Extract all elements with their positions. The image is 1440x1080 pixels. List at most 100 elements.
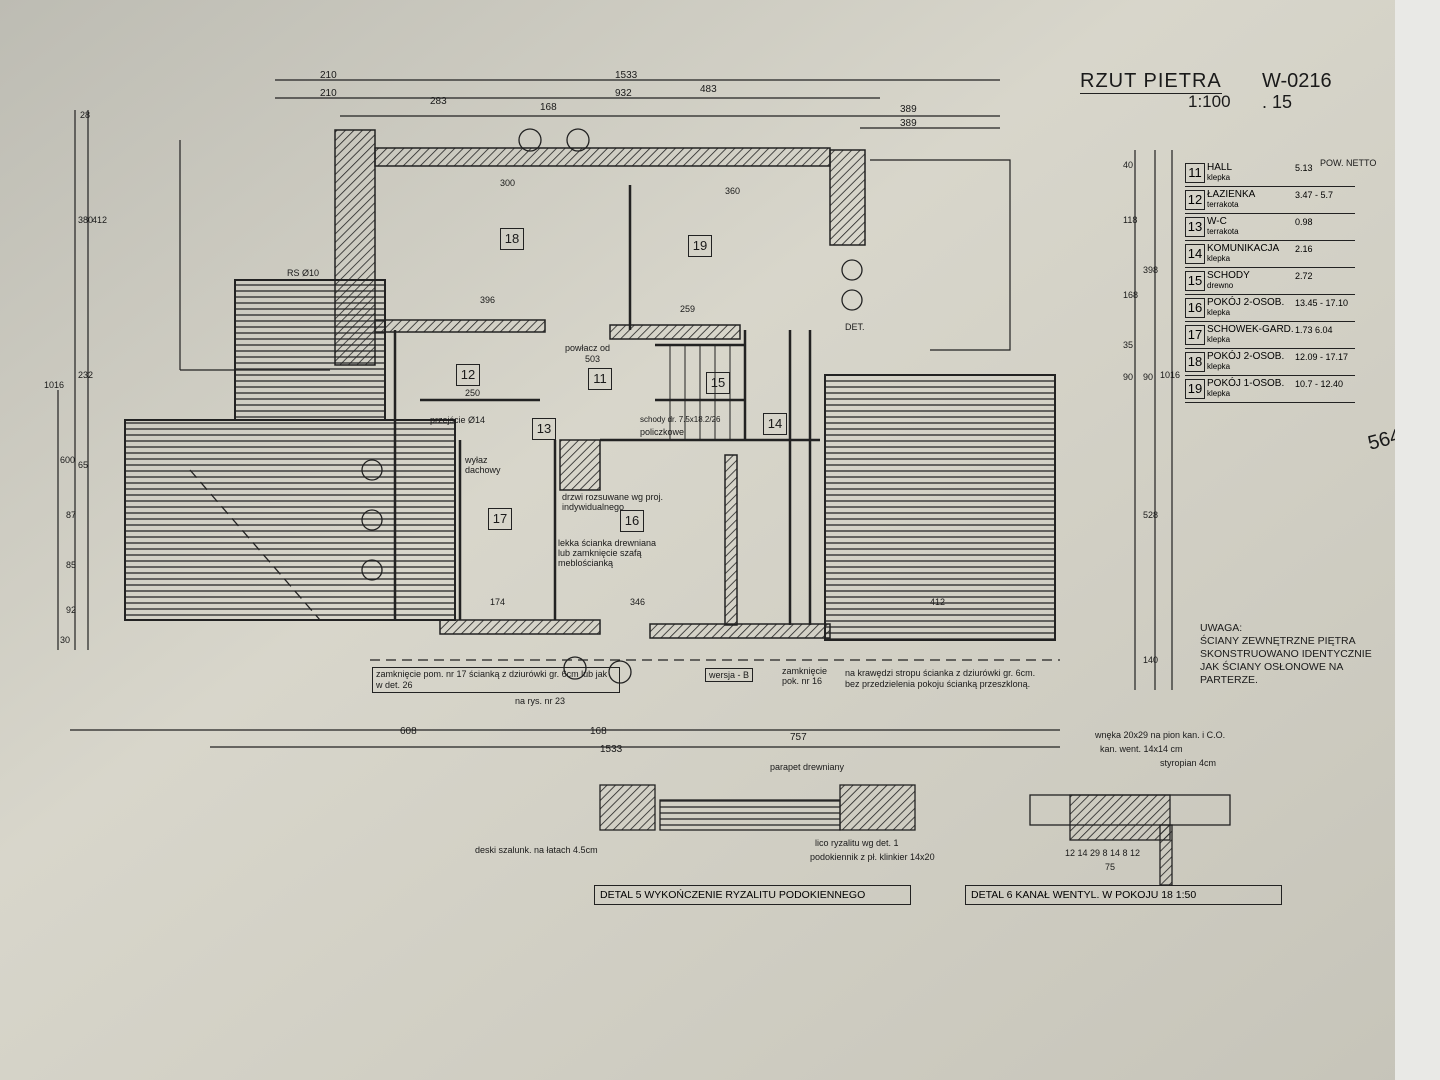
room-name: HALL: [1207, 162, 1233, 173]
sheet-number: W-0216: [1262, 70, 1332, 92]
room-finish: klepka: [1207, 173, 1231, 182]
room-tag: 14: [763, 413, 787, 435]
room-tag: 19: [688, 235, 712, 257]
svg-text:483: 483: [700, 84, 717, 95]
room-tag: 13: [532, 418, 556, 440]
bottom-note-left-ref: na rys. nr 23: [515, 696, 566, 706]
detail5-note: lico ryzalitu wg det. 1: [815, 838, 899, 848]
dimension-label: 600: [60, 455, 76, 465]
plan-text: 259: [680, 304, 696, 314]
room-name: POKÓJ 2-OSOB.: [1207, 351, 1285, 362]
detail-5-drawing: [599, 784, 916, 831]
stairs: [669, 345, 731, 440]
plan-text: 174: [490, 597, 506, 607]
note-line: ŚCIANY ZEWNĘTRZNE PIĘTRA: [1200, 635, 1356, 647]
dimension-label: 528: [1143, 510, 1159, 520]
dimension-label: 398: [1143, 265, 1159, 275]
plan-text: przejście Ø14: [430, 415, 486, 425]
dimension-label: 35: [1123, 340, 1134, 350]
room-finish: terrakota: [1207, 200, 1239, 209]
plan-text: drzwi rozsuwane wg proj. indywidualnego: [562, 492, 664, 512]
room-number: 18: [1185, 352, 1205, 372]
detail5-note: parapet drewniany: [770, 762, 845, 772]
detail5-note: deski szalunk. na łatach 4.5cm: [475, 845, 598, 855]
sheet-subnumber: . 15: [1262, 92, 1293, 112]
room-name: SCHOWEK-GARD.: [1207, 324, 1294, 335]
room-number: 15: [1185, 271, 1205, 291]
plan-text: 300: [500, 178, 516, 188]
room-finish: klepka: [1207, 389, 1231, 398]
plan-text: 360: [725, 186, 741, 196]
detail5-note: podokiennik z pł. klinkier 14x20: [810, 852, 935, 862]
dimension-label: 140: [1143, 655, 1159, 665]
bottom-note-right: na krawędzi stropu ścianka z dziurówki g…: [845, 668, 1036, 689]
room-area: 1.73 6.04: [1295, 325, 1333, 335]
svg-text:210: 210: [320, 88, 337, 99]
room-tag: 12: [456, 364, 480, 386]
dimension-label: 1016: [44, 380, 65, 390]
plan-text: 250: [465, 388, 481, 398]
plan-text: powłacz od: [565, 343, 611, 353]
plan-text: 412: [930, 597, 946, 607]
svg-text:283: 283: [430, 96, 447, 107]
room-number: 17: [1185, 325, 1205, 345]
room-finish: klepka: [1207, 362, 1231, 371]
walls: [334, 129, 866, 639]
detail6-note: styropian 4cm: [1160, 758, 1217, 768]
dimension-label: 90: [1143, 372, 1154, 382]
plan-text: wyłaz dachowy: [465, 455, 501, 475]
svg-text:757: 757: [790, 732, 807, 743]
detail-6-title: DETAL 6 KANAŁ WENTYL. W POKOJU 18 1:50: [965, 885, 1282, 905]
note-line: PARTERZE.: [1200, 674, 1258, 686]
note-line: JAK ŚCIANY OSŁONOWE NA: [1200, 661, 1344, 673]
detail6-note: 12 14 29 8 14 8 12: [1065, 848, 1141, 858]
dimension-label: 65: [78, 460, 89, 470]
detail6-note: wnęka 20x29 na pion kan. i C.O.: [1095, 730, 1226, 740]
room-finish: drewno: [1207, 281, 1234, 290]
section-markers: [361, 128, 863, 684]
dimension-label: 168: [1123, 290, 1139, 300]
dimension-label: 412: [92, 215, 108, 225]
plan-text: 396: [480, 295, 496, 305]
dimension-label: 118: [1123, 215, 1138, 225]
room-area: 2.16: [1295, 244, 1313, 254]
dimension-label: 92: [66, 605, 77, 615]
plan-text: DET.: [845, 322, 865, 332]
room-area: 5.13: [1295, 163, 1313, 173]
room-tag: 15: [706, 372, 730, 394]
svg-text:168: 168: [590, 726, 607, 737]
bottom-note-left: zamknięcie pom. nr 17 ścianką z dziurówk…: [372, 667, 620, 693]
plan-text: 503: [585, 354, 601, 364]
plan-text: 346: [630, 597, 646, 607]
svg-text:1533: 1533: [600, 744, 623, 755]
dimension-label: 232: [78, 370, 94, 380]
version-note: wersja - B: [705, 668, 754, 682]
room-tag: 11: [588, 368, 612, 390]
room-name: SCHODY: [1207, 270, 1250, 281]
room-tag: 17: [488, 508, 512, 530]
room-area: 2.72: [1295, 271, 1313, 281]
svg-text:1533: 1533: [615, 70, 638, 81]
dimension-label: 87: [66, 510, 77, 520]
room-finish: klepka: [1207, 335, 1231, 344]
page-edge: [1395, 0, 1440, 1080]
room-number: 13: [1185, 217, 1205, 237]
note-block: UWAGA: ŚCIANY ZEWNĘTRZNE PIĘTRA SKONSTRU…: [1200, 622, 1372, 687]
plan-scale: 1:100: [1188, 92, 1231, 111]
detail-6-drawing: [1029, 794, 1231, 886]
room-tag: 18: [500, 228, 524, 250]
svg-text:608: 608: [400, 726, 417, 737]
room-number: 12: [1185, 190, 1205, 210]
room-area: 12.09 - 17.17: [1295, 352, 1349, 362]
